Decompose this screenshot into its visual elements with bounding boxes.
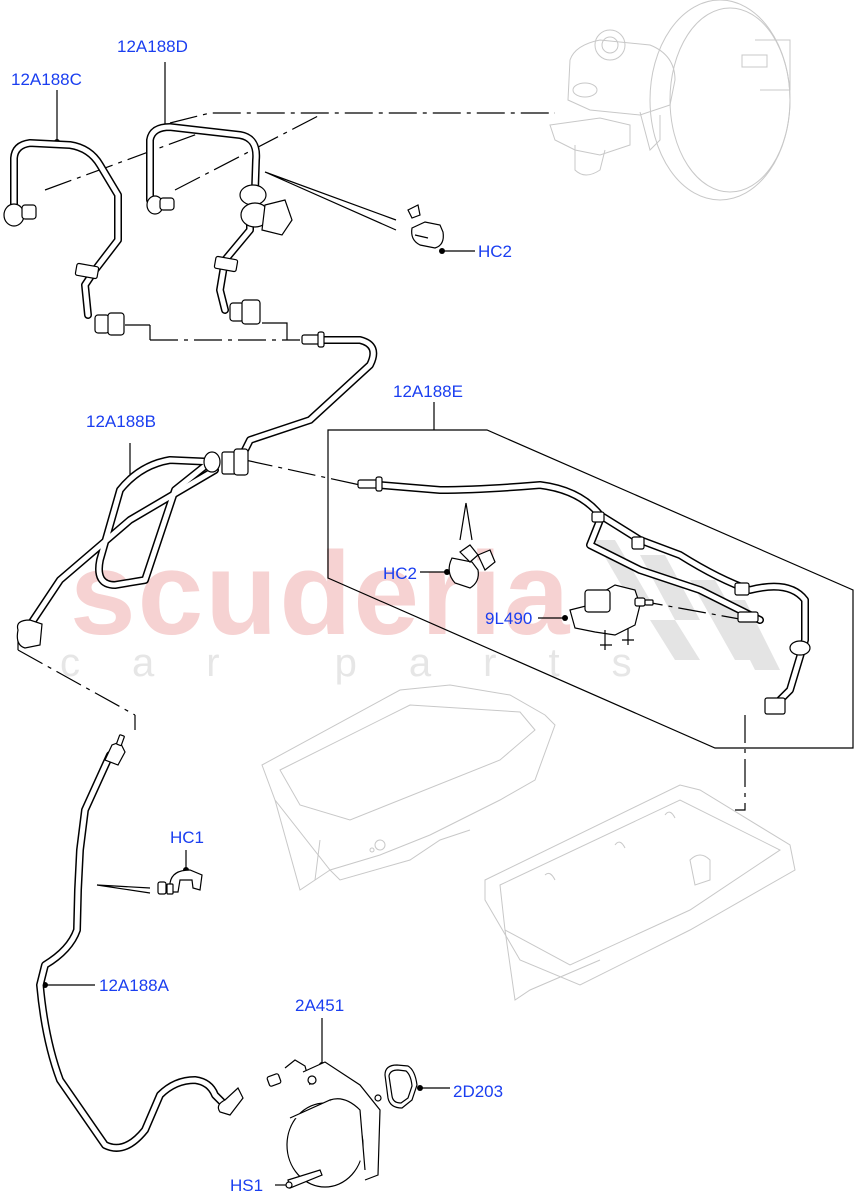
connector-E-start xyxy=(357,476,383,492)
fitting-B-end xyxy=(16,619,43,649)
callout-9L490[interactable]: 9L490 xyxy=(485,609,533,628)
callout-HS1[interactable]: HS1 xyxy=(230,1176,264,1195)
hose-E-fittings xyxy=(591,511,811,715)
brake-booster xyxy=(649,0,791,201)
hose-clip-HC2-top xyxy=(407,204,444,249)
gasket-2D203 xyxy=(384,1064,418,1109)
fitting-D-end xyxy=(146,195,175,215)
fitting-C-end xyxy=(3,203,37,227)
oil-pan-upper xyxy=(261,684,556,891)
bolt-HS1 xyxy=(285,1169,323,1189)
callout-2A451[interactable]: 2A451 xyxy=(295,996,345,1015)
callout-12A188B[interactable]: 12A188B xyxy=(86,412,156,431)
connector-mid xyxy=(301,331,325,348)
check-valve xyxy=(239,184,293,236)
callout-12A188A[interactable]: 12A188A xyxy=(99,976,169,995)
callout-HC2-top[interactable]: HC2 xyxy=(478,242,513,261)
callout-2D203[interactable]: 2D203 xyxy=(453,1082,504,1101)
callout-12A188E[interactable]: 12A188E xyxy=(393,382,463,401)
leader-dots xyxy=(42,125,568,1188)
hose-clip-HC2-mid xyxy=(448,544,496,589)
fitting-A-top xyxy=(104,734,126,766)
callout-HC1[interactable]: HC1 xyxy=(170,828,205,847)
callout-12A188D[interactable]: 12A188D xyxy=(117,37,188,56)
oil-pan-lower xyxy=(484,784,796,1001)
hose-connector-B xyxy=(236,336,378,464)
fitting-C-lower xyxy=(74,262,125,336)
reference-lines xyxy=(17,112,746,811)
vacuum-pump-2A451 xyxy=(217,1059,382,1188)
leader-12A188E-bracket xyxy=(327,402,854,749)
fitting-D-lower xyxy=(213,255,261,325)
master-cylinder xyxy=(549,29,676,176)
solenoid-valve-9L490 xyxy=(569,584,654,650)
hose-clip-HC1 xyxy=(157,869,203,895)
connector-B xyxy=(203,448,249,476)
leader-HC2-top xyxy=(264,171,397,231)
leader-HC2-mid xyxy=(459,502,473,541)
callout-12A188C[interactable]: 12A188C xyxy=(11,70,82,89)
hose-12A188D xyxy=(146,123,261,204)
watermark-car-parts: car parts xyxy=(60,641,684,685)
callout-HC2-mid[interactable]: HC2 xyxy=(383,564,418,583)
leader-HC1-arrow xyxy=(96,884,151,894)
